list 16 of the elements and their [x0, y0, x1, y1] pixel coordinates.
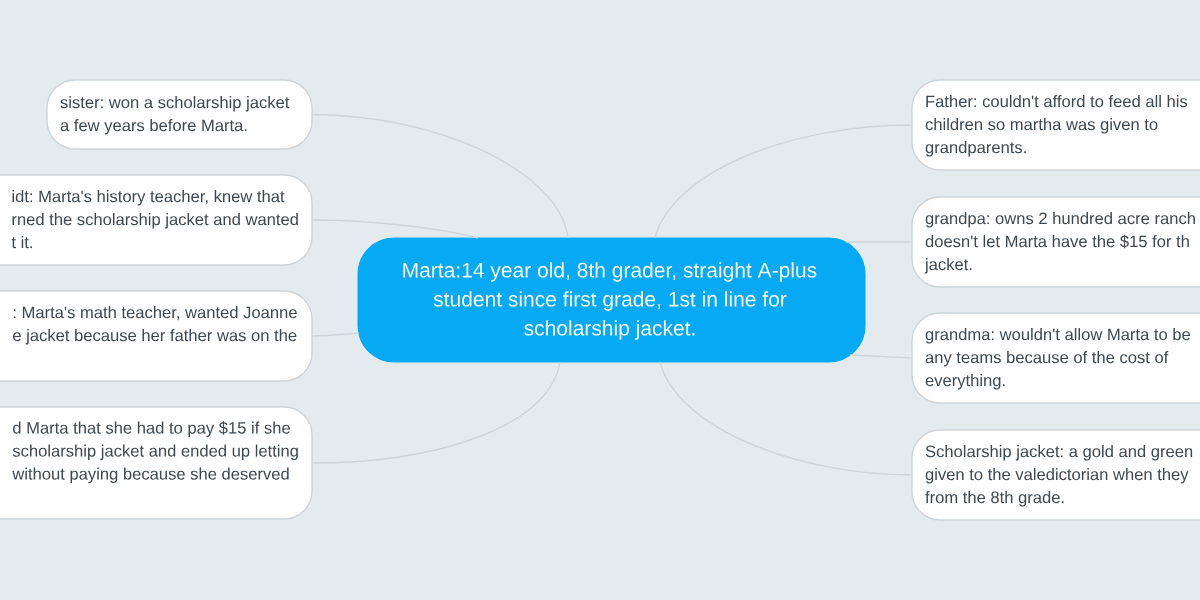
connector-line — [849, 354, 913, 359]
connector-line — [311, 113, 569, 239]
connector-line — [311, 361, 561, 464]
subtopic-box: sister: won a scholarship jacket a few years before Marta. — [46, 79, 313, 150]
subtopic-box: grandma: wouldn't allow Marta to be any teams because of the cost of everything. — [911, 312, 1200, 404]
topic-box: Marta:14 year old, 8th grader, straight A-plus student since first grade, 1st in line for scholarship jacket. — [357, 237, 866, 363]
subtopic-box: : Marta's math teacher, wanted Joanne e jacket because her father was on the — [0, 290, 313, 382]
connector-line — [659, 361, 913, 476]
connector-line — [311, 332, 360, 337]
subtopic-box: idt: Marta's history teacher, knew that rned the scholarship jacket and wanted t it. — [0, 174, 313, 266]
connector-line — [311, 219, 479, 239]
subtopic-box: grandpa: owns 2 hundred acre ranch doesn't let Marta have the $15 for th jacket. — [911, 196, 1200, 288]
connector-line — [654, 124, 913, 239]
subtopic-box: Scholarship jacket: a gold and green given to the valedictorian when they from the 8th grade. — [911, 429, 1200, 521]
subtopic-box: d Marta that she had to pay $15 if she scholarship jacket and ended up letting without paying because she deserved — [0, 406, 313, 520]
subtopic-box: Father: couldn't afford to feed all his children so martha was given to grandparents. — [911, 79, 1200, 171]
